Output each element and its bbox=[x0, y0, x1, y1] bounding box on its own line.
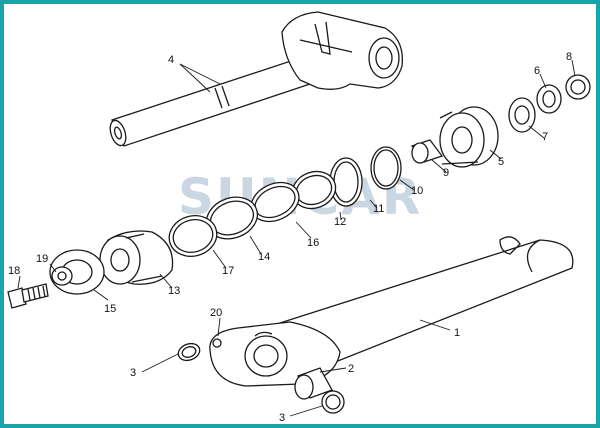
ring-seals bbox=[168, 157, 363, 257]
wiper-seal bbox=[508, 97, 536, 133]
callout-14: 14 bbox=[258, 251, 270, 263]
piston bbox=[99, 230, 174, 285]
bushing-group bbox=[370, 139, 444, 190]
grease-fitting bbox=[212, 338, 222, 348]
nut-and-washer bbox=[49, 249, 105, 295]
callout-4: 4 bbox=[168, 54, 174, 66]
callout-13: 13 bbox=[168, 285, 180, 297]
callout-17: 17 bbox=[222, 265, 234, 277]
callout-18: 18 bbox=[8, 265, 20, 277]
washer bbox=[51, 266, 73, 286]
callout-12: 12 bbox=[334, 216, 346, 228]
piston-rod-with-clevis bbox=[109, 11, 404, 147]
callout-7: 7 bbox=[542, 131, 548, 143]
callout-10: 10 bbox=[411, 185, 423, 197]
cylinder-head-group bbox=[439, 74, 591, 168]
callout-11: 11 bbox=[373, 203, 384, 215]
callout-8: 8 bbox=[566, 51, 572, 63]
callout-2: 2 bbox=[348, 363, 354, 375]
snap-ring bbox=[565, 74, 591, 100]
circlip-3 bbox=[177, 342, 345, 414]
callout-9: 9 bbox=[443, 167, 449, 179]
leader-lines bbox=[17, 59, 576, 417]
callout-19: 19 bbox=[36, 253, 48, 265]
callout-5: 5 bbox=[498, 156, 504, 168]
callout-3-lower: 3 bbox=[279, 412, 285, 424]
o-ring-11 bbox=[370, 146, 402, 190]
callout-1: 1 bbox=[454, 327, 460, 339]
cylinder-barrel bbox=[209, 236, 574, 387]
callout-6: 6 bbox=[534, 65, 540, 77]
callout-16: 16 bbox=[307, 237, 319, 249]
callout-3-upper: 3 bbox=[130, 367, 136, 379]
bushing-bottom bbox=[294, 367, 333, 400]
seal-ring bbox=[536, 84, 562, 114]
callout-20: 20 bbox=[210, 307, 222, 319]
bolt bbox=[7, 283, 49, 309]
callout-labels: 4 5 6 7 8 9 10 11 12 16 14 17 13 15 19 1… bbox=[8, 51, 572, 424]
callout-15: 15 bbox=[104, 303, 116, 315]
